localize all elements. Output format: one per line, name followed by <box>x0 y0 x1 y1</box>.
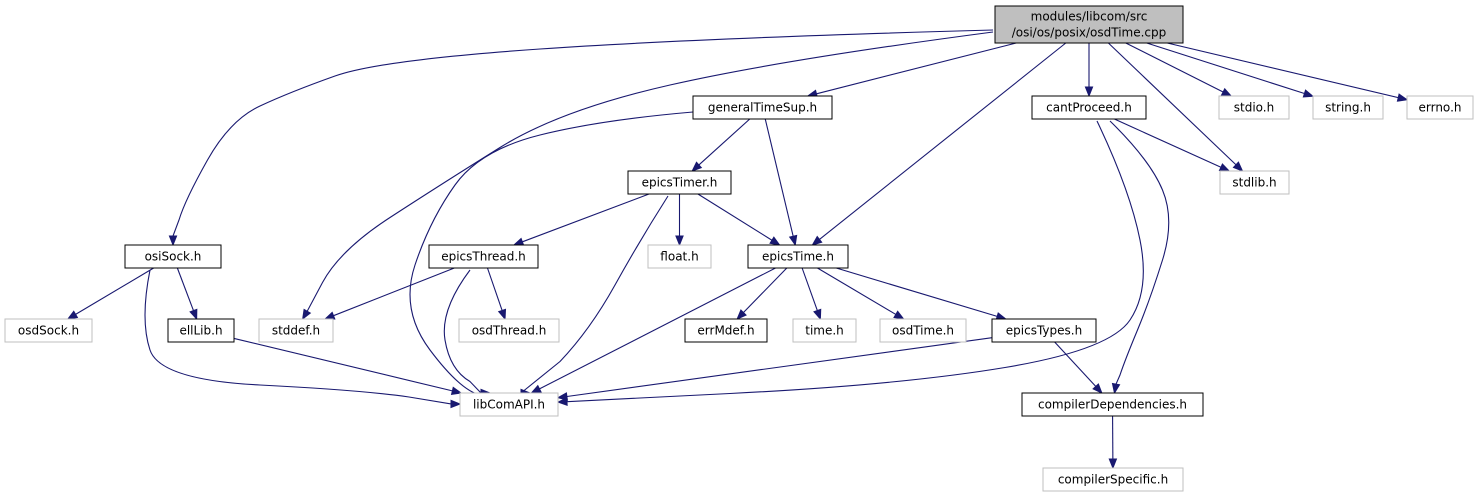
node-root-label-1: /osi/os/posix/osdTime.cpp <box>1012 26 1167 40</box>
edge-epicsTypes-to-libComAPI <box>556 337 993 401</box>
node-string-label-0: string.h <box>1325 101 1371 115</box>
node-epicsTimer[interactable]: epicsTimer.h <box>627 170 732 195</box>
node-errno-label-0: errno.h <box>1419 101 1462 115</box>
edge-generalTimeSup-to-epicsTimer <box>691 118 751 172</box>
node-osiSock-label-0: osiSock.h <box>145 250 202 264</box>
node-compilerDependencies[interactable]: compilerDependencies.h <box>1021 392 1204 417</box>
edge-epicsTypes-to-compilerDependencies <box>1054 341 1103 394</box>
node-osdTime: osdTime.h <box>879 318 967 343</box>
node-osdThread: osdThread.h <box>458 318 560 343</box>
edge-osiSock-to-libComAPI <box>144 269 462 409</box>
edge-root-to-generalTimeSup <box>806 42 1017 98</box>
node-epicsTimer-label-0: epicsTimer.h <box>642 176 718 190</box>
node-compilerSpecific: compilerSpecific.h <box>1042 467 1184 492</box>
edge-epicsTime-to-errMdef <box>736 267 788 320</box>
edge-root-to-epicsTime <box>811 42 1067 246</box>
node-osdThread-label-0: osdThread.h <box>472 324 547 338</box>
node-string: string.h <box>1312 95 1384 120</box>
node-compilerSpecific-label-0: compilerSpecific.h <box>1058 473 1168 487</box>
node-ellLib-label-0: ellLib.h <box>179 324 222 338</box>
node-stddef: stddef.h <box>258 318 334 343</box>
node-time-label-0: time.h <box>805 324 844 338</box>
node-generalTimeSup[interactable]: generalTimeSup.h <box>692 95 833 120</box>
edge-epicsThread-to-stddef <box>323 267 455 320</box>
edge-osiSock-to-osdSock <box>66 267 154 320</box>
edge-compilerDependencies-to-compilerSpecific <box>1108 415 1118 470</box>
edge-osiSock-to-ellLib <box>176 267 198 321</box>
edge-epicsTime-to-osdTime <box>817 267 905 320</box>
node-stdio-label-0: stdio.h <box>1234 101 1274 115</box>
node-root-label-0: modules/libcom/src <box>1031 10 1148 24</box>
node-epicsTime[interactable]: epicsTime.h <box>747 244 849 269</box>
node-stdio: stdio.h <box>1218 95 1290 120</box>
node-libComAPI-label-0: libComAPI.h <box>473 398 545 412</box>
edge-root-to-stddef <box>302 31 994 321</box>
edge-cantProceed-to-compilerDependencies <box>1109 120 1170 395</box>
edge-ellLib-to-libComAPI <box>233 337 463 395</box>
node-errMdef[interactable]: errMdef.h <box>684 318 768 343</box>
node-stdlib: stdlib.h <box>1219 170 1290 195</box>
node-errno: errno.h <box>1406 95 1474 120</box>
node-stdlib-label-0: stdlib.h <box>1232 176 1276 190</box>
edge-epicsTime-to-time <box>801 267 822 321</box>
node-epicsThread-label-0: epicsThread.h <box>441 250 526 264</box>
node-osdSock: osdSock.h <box>4 318 93 343</box>
edge-root-to-errno <box>1167 42 1409 102</box>
node-libComAPI: libComAPI.h <box>459 392 559 417</box>
edge-epicsThread-to-osdThread <box>486 267 507 321</box>
node-cantProceed-label-0: cantProceed.h <box>1046 101 1132 115</box>
node-generalTimeSup-label-0: generalTimeSup.h <box>708 101 817 115</box>
edge-cantProceed-to-libComAPI <box>556 120 1144 406</box>
node-root[interactable]: modules/libcom/src/osi/os/posix/osdTime.… <box>994 5 1184 44</box>
node-osdTime-label-0: osdTime.h <box>892 324 954 338</box>
node-cantProceed[interactable]: cantProceed.h <box>1031 95 1147 120</box>
edge-epicsTimer-to-float <box>675 194 684 247</box>
edge-epicsTimer-to-epicsThread <box>512 193 650 246</box>
node-epicsTypes-label-0: epicsTypes.h <box>1006 324 1082 338</box>
edge-root-to-stdlib <box>1108 42 1244 172</box>
node-errMdef-label-0: errMdef.h <box>697 324 754 338</box>
node-osdSock-label-0: osdSock.h <box>18 324 79 338</box>
edge-root-to-string <box>1146 42 1315 98</box>
node-float: float.h <box>647 244 712 269</box>
edge-root-to-stdio <box>1125 42 1233 97</box>
node-epicsTypes[interactable]: epicsTypes.h <box>991 318 1097 343</box>
edge-cantProceed-to-stdlib <box>1114 118 1231 172</box>
node-stddef-label-0: stddef.h <box>272 324 320 338</box>
edge-root-to-cantProceed <box>1084 43 1094 98</box>
node-ellLib[interactable]: ellLib.h <box>167 318 235 343</box>
node-osiSock[interactable]: osiSock.h <box>124 244 222 269</box>
node-time: time.h <box>792 318 857 343</box>
node-compilerDependencies-label-0: compilerDependencies.h <box>1038 398 1187 412</box>
edge-epicsTimer-to-epicsTime <box>697 193 781 246</box>
node-epicsTime-label-0: epicsTime.h <box>762 250 834 264</box>
node-float-label-0: float.h <box>660 250 698 264</box>
edge-generalTimeSup-to-epicsTime <box>764 118 798 247</box>
edge-root-to-osiSock <box>168 29 994 247</box>
node-epicsThread[interactable]: epicsThread.h <box>428 244 539 269</box>
edge-epicsTimer-to-libComAPI <box>520 195 669 398</box>
